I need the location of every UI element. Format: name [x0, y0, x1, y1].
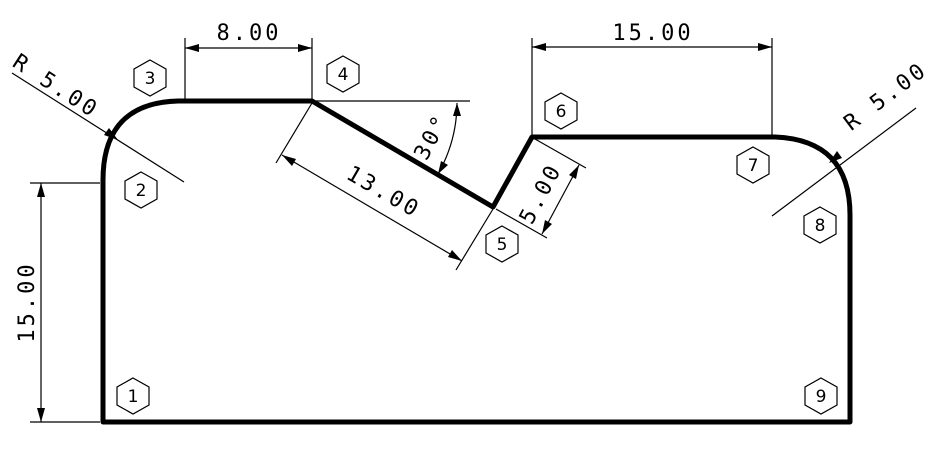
svg-text:6: 6 — [556, 102, 567, 122]
svg-text:7: 7 — [748, 156, 759, 176]
point-marker-7: 7 — [736, 146, 770, 184]
point-marker-4: 4 — [326, 55, 360, 93]
dim-angle-label: 30° — [410, 110, 455, 165]
point-marker-3: 3 — [133, 59, 167, 97]
svg-text:9: 9 — [816, 387, 827, 407]
svg-text:3: 3 — [145, 69, 156, 89]
point-marker-1: 1 — [116, 377, 150, 415]
point-marker-8: 8 — [803, 206, 837, 244]
dimension-top-width: 8.00 — [184, 21, 313, 100]
point-marker-6: 6 — [544, 92, 578, 130]
dimension-notch-edge: 5.00 — [495, 138, 587, 239]
dim-left-height-label: 15.00 — [15, 261, 40, 342]
dim-radius-right-label: R 5.00 — [840, 57, 933, 136]
dimension-right-top-width: 15.00 — [531, 21, 773, 135]
svg-text:4: 4 — [338, 65, 349, 85]
dimension-radius-right: R 5.00 — [771, 57, 933, 217]
point-marker-9: 9 — [804, 377, 838, 415]
point-marker-2: 2 — [124, 171, 158, 209]
point-marker-5: 5 — [485, 225, 519, 263]
svg-text:2: 2 — [136, 181, 147, 201]
dim-notch-edge-label: 5.00 — [515, 159, 568, 228]
svg-text:8: 8 — [815, 216, 826, 236]
dimension-angle: 30° — [312, 100, 470, 175]
dim-radius-left-label: R 5.00 — [8, 50, 103, 124]
dim-top-width-label: 8.00 — [217, 21, 282, 46]
svg-text:1: 1 — [128, 387, 139, 407]
dim-right-top-width-label: 15.00 — [612, 21, 693, 46]
part-outline — [100, 98, 853, 425]
svg-text:5: 5 — [497, 235, 508, 255]
dimension-left-height: 15.00 — [15, 182, 100, 423]
